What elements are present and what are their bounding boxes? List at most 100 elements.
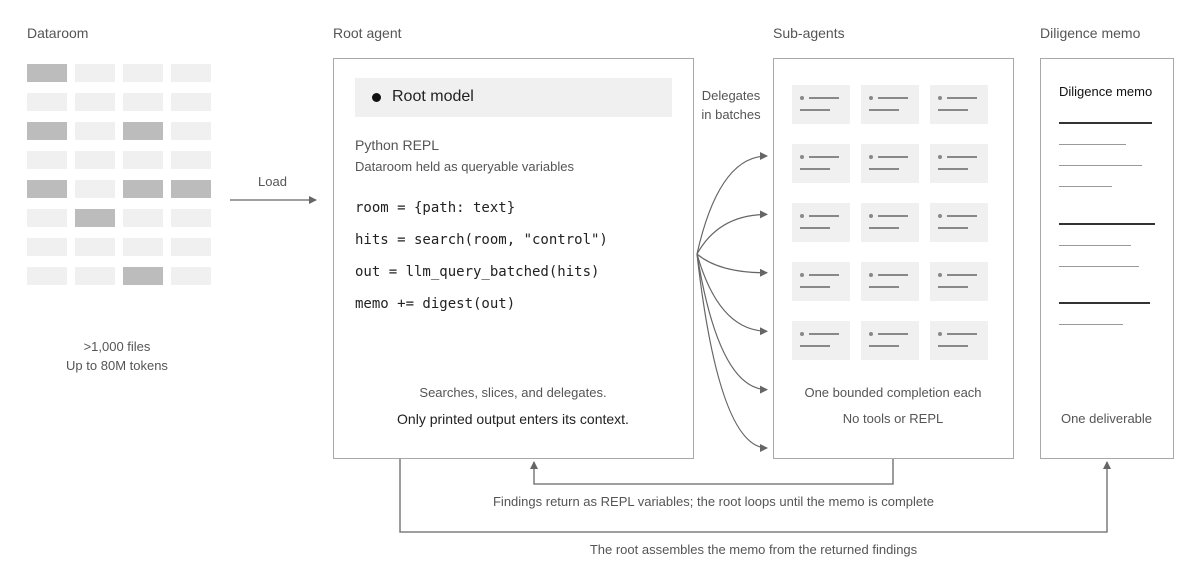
code-line: hits = search(room, "control") <box>355 232 608 248</box>
sub-agent-card <box>861 262 919 301</box>
delegate-arrow <box>696 253 768 452</box>
card-line <box>878 274 908 276</box>
bullet-icon <box>800 96 804 100</box>
file-cell <box>75 238 115 256</box>
sub-agent-card <box>861 203 919 242</box>
card-line <box>869 168 899 170</box>
memo-text-line <box>1059 144 1126 145</box>
root-caption-1: Searches, slices, and delegates. <box>419 385 607 400</box>
memo-text-line <box>1059 245 1131 246</box>
sub-agent-card <box>792 85 850 124</box>
file-cell <box>171 238 211 256</box>
dataroom-caption: >1,000 files Up to 80M tokens <box>37 337 197 375</box>
file-cell-highlighted <box>171 180 211 198</box>
file-cell <box>27 93 67 111</box>
file-cell <box>75 267 115 285</box>
sub-agent-card <box>930 85 988 124</box>
file-cell <box>27 267 67 285</box>
card-line <box>809 156 839 158</box>
bullet-icon <box>372 93 381 102</box>
file-cell <box>171 64 211 82</box>
repl-title: Python REPL <box>355 137 440 153</box>
card-line <box>809 97 839 99</box>
file-cell <box>123 93 163 111</box>
bullet-icon <box>800 332 804 336</box>
delegates-label-line2: in batches <box>701 107 761 122</box>
file-cell <box>171 151 211 169</box>
sub-agent-card <box>861 144 919 183</box>
bullet-icon <box>938 273 942 277</box>
card-line <box>947 215 977 217</box>
findings-return-arrow <box>530 459 894 485</box>
bullet-icon <box>938 96 942 100</box>
card-line <box>947 333 977 335</box>
file-cell <box>123 238 163 256</box>
sub-agent-card <box>930 144 988 183</box>
code-line: out = llm_query_batched(hits) <box>355 264 600 280</box>
root-agent-section-label: Root agent <box>333 25 402 41</box>
bullet-icon <box>869 332 873 336</box>
sub-agent-card <box>930 262 988 301</box>
memo-caption: One deliverable <box>1060 411 1153 426</box>
bullet-icon <box>938 332 942 336</box>
findings-return-label: Findings return as REPL variables; the r… <box>492 494 934 509</box>
file-cell <box>171 209 211 227</box>
file-cell <box>123 209 163 227</box>
card-line <box>800 345 830 347</box>
card-line <box>809 274 839 276</box>
bullet-icon <box>800 273 804 277</box>
delegate-fan-arrows <box>696 152 768 452</box>
delegate-arrow <box>696 253 768 277</box>
card-line <box>947 156 977 158</box>
card-line <box>869 227 899 229</box>
sub-agent-card <box>930 203 988 242</box>
card-line <box>938 227 968 229</box>
dataroom-token-count: Up to 80M tokens <box>66 358 168 373</box>
file-cell-highlighted <box>27 180 67 198</box>
assemble-memo-label: The root assembles the memo from the ret… <box>589 542 918 557</box>
sub-agent-card <box>792 321 850 360</box>
card-line <box>869 286 899 288</box>
delegate-arrow <box>696 253 768 394</box>
load-label: Load <box>258 174 287 189</box>
code-line: room = {path: text} <box>355 200 516 216</box>
bullet-icon <box>938 214 942 218</box>
memo-text-line <box>1059 266 1139 267</box>
memo-heading-line <box>1059 302 1150 304</box>
file-cell <box>171 93 211 111</box>
code-line: memo += digest(out) <box>355 296 516 312</box>
card-line <box>800 109 830 111</box>
root-caption-2: Only printed output enters its context. <box>397 411 629 427</box>
card-line <box>869 345 899 347</box>
card-line <box>878 156 908 158</box>
file-cell <box>123 151 163 169</box>
file-cell <box>75 64 115 82</box>
sub-agent-card <box>930 321 988 360</box>
file-cell <box>27 151 67 169</box>
file-cell <box>27 209 67 227</box>
memo-box: Diligence memo One deliverable <box>1040 58 1174 459</box>
root-model-bar: Root model <box>355 78 672 117</box>
sub-agent-card <box>861 85 919 124</box>
memo-text-line <box>1059 186 1112 187</box>
dataroom-file-count: >1,000 files <box>83 339 151 354</box>
card-line <box>800 286 830 288</box>
delegate-arrow <box>696 152 768 255</box>
assemble-memo-arrow <box>399 459 1111 533</box>
file-cell <box>171 122 211 140</box>
file-cell-highlighted <box>123 267 163 285</box>
delegates-label-line1: Delegates <box>701 88 761 103</box>
memo-text-line <box>1059 324 1123 325</box>
card-line <box>878 215 908 217</box>
bullet-icon <box>869 155 873 159</box>
delegates-label: Delegates in batches <box>695 86 767 124</box>
sub-agent-card <box>792 144 850 183</box>
file-cell <box>75 151 115 169</box>
bullet-icon <box>869 214 873 218</box>
file-cell-highlighted <box>75 209 115 227</box>
file-cell-highlighted <box>27 64 67 82</box>
file-cell <box>123 64 163 82</box>
card-line <box>869 109 899 111</box>
card-line <box>878 97 908 99</box>
